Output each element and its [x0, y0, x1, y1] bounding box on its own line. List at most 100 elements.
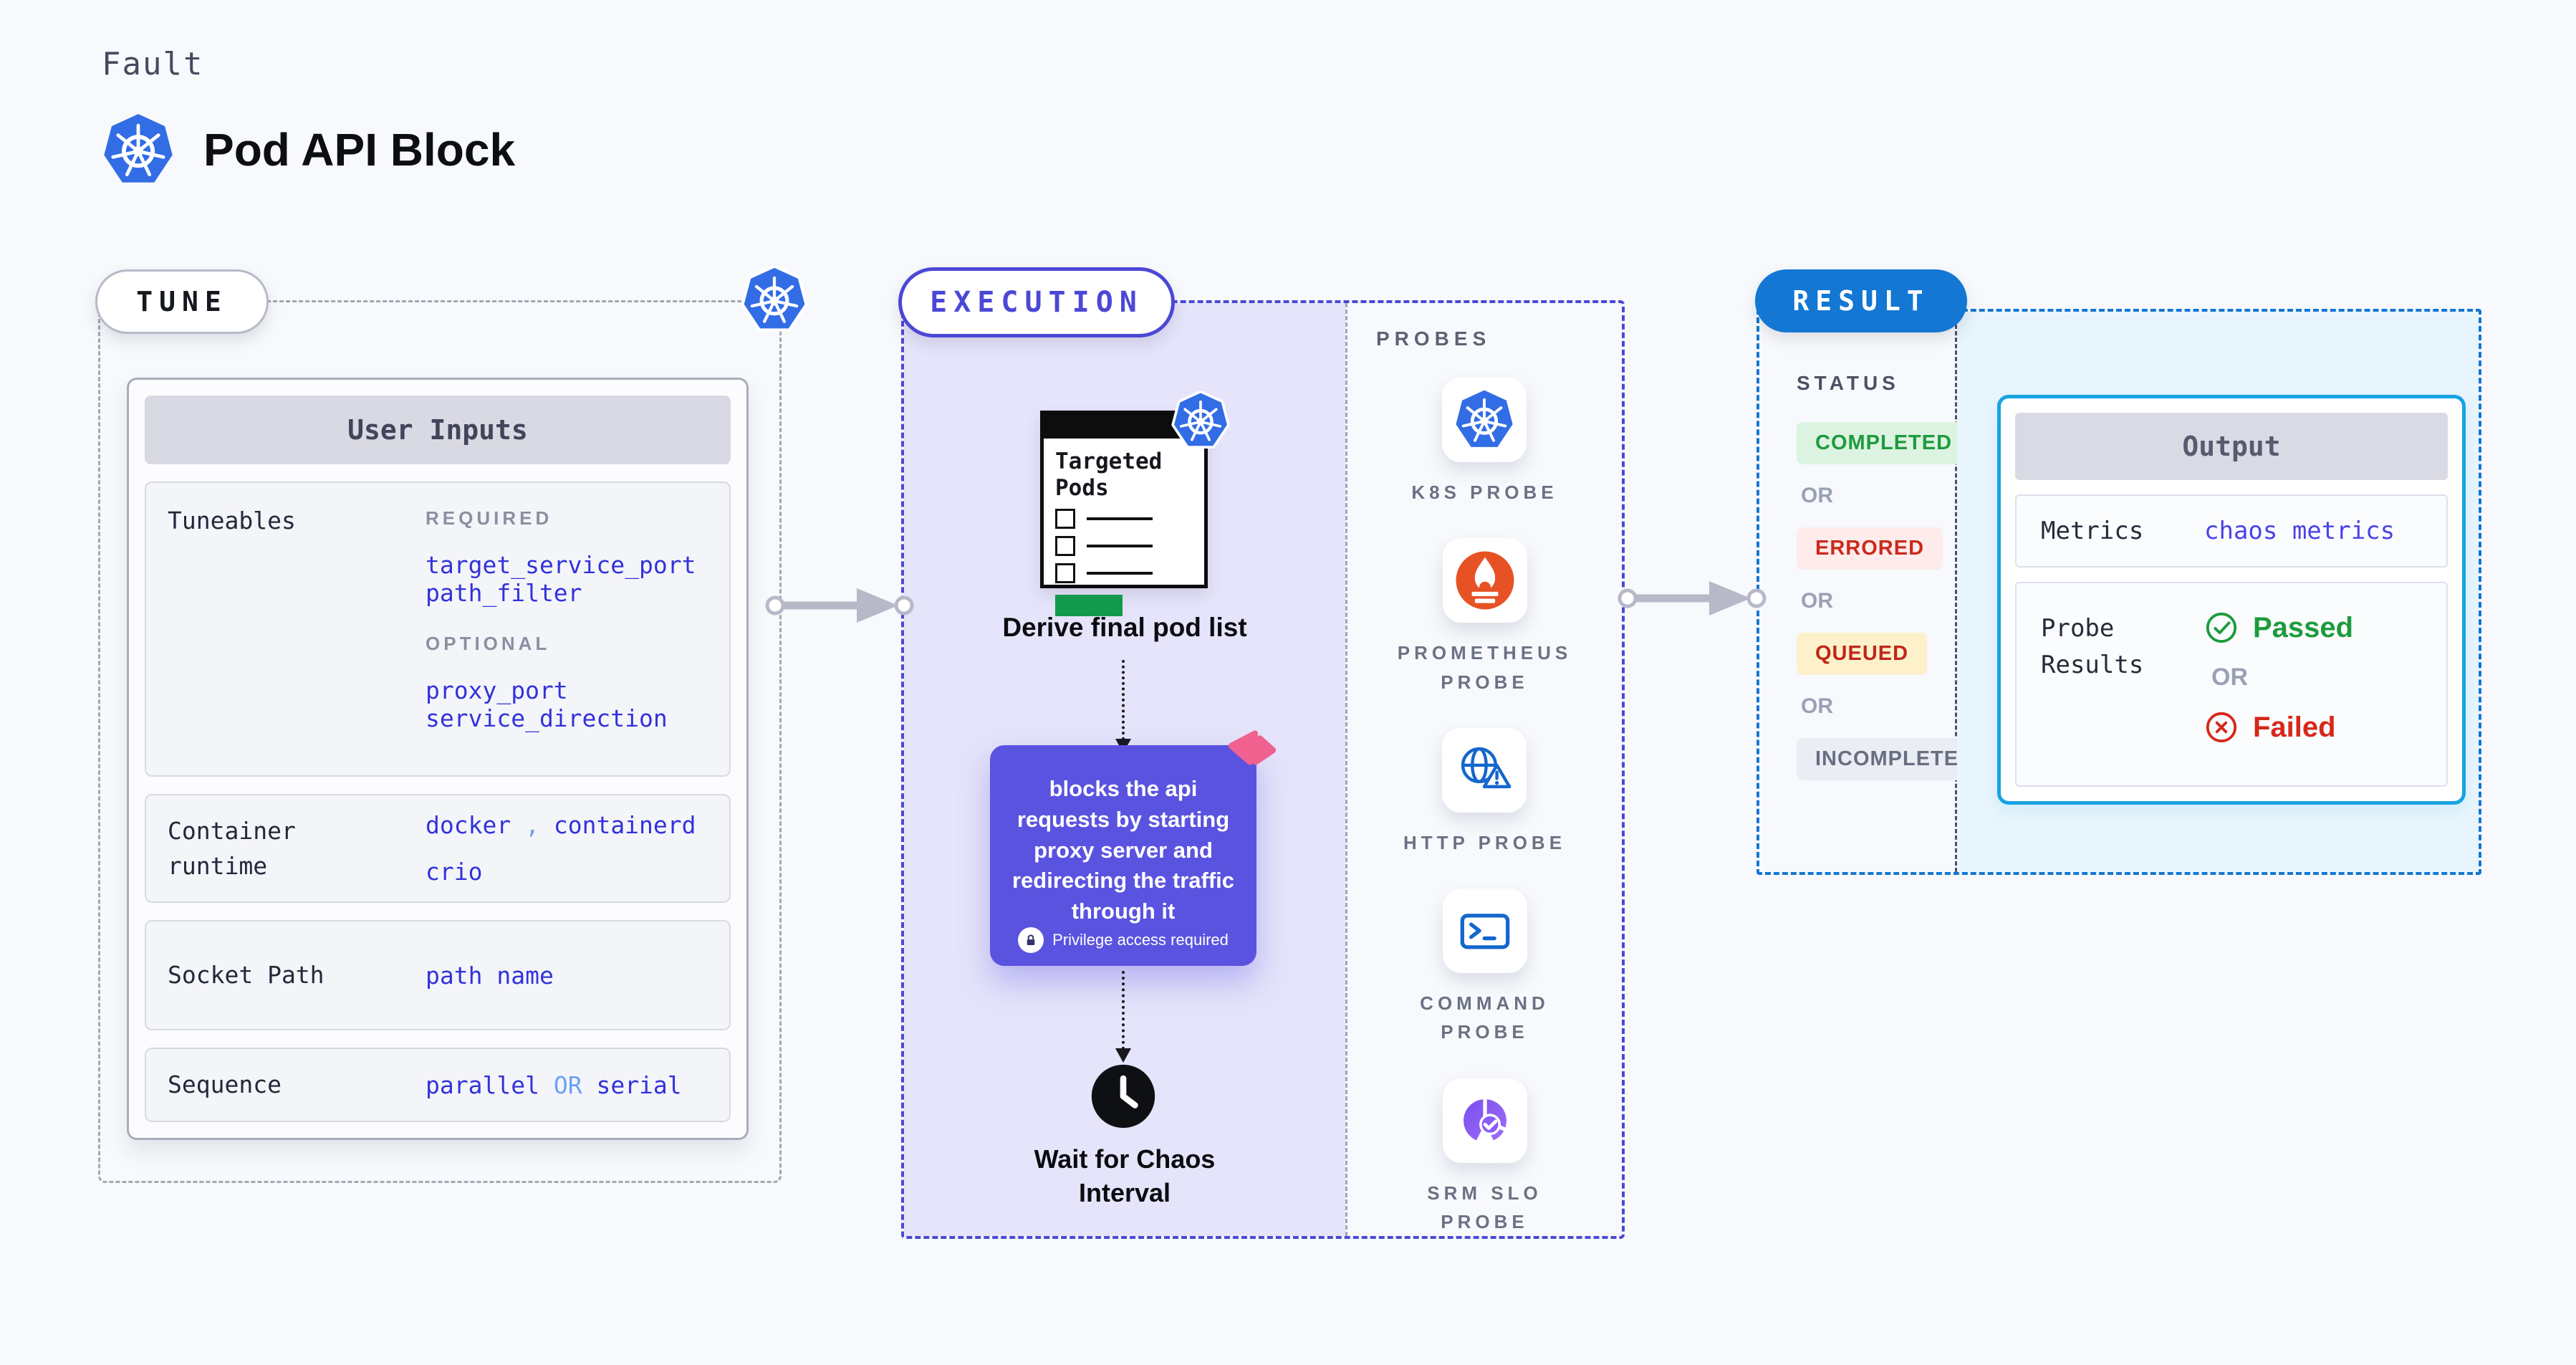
checkbox-icon [1055, 509, 1075, 530]
probe-result-or: OR [2211, 664, 2248, 691]
checkbox-icon [1055, 536, 1075, 557]
tuneable-link: service_direction [426, 704, 668, 732]
probes-heading: PROBES [1376, 327, 1491, 350]
execution-section: Targeted Pods Derive final pod list bloc… [901, 300, 1625, 1239]
checkbox-icon [1055, 563, 1075, 584]
result-pill: RESULT [1755, 269, 1967, 332]
kubernetes-icon [1171, 391, 1230, 450]
runtime-value: docker [426, 811, 511, 839]
probe-label: SRM SLO PROBE [1427, 1182, 1542, 1233]
probe-item: PROMETHEUS PROBE [1392, 538, 1578, 696]
metrics-value: chaos metrics [2204, 517, 2395, 545]
probe-item: COMMAND PROBE [1392, 889, 1578, 1047]
pod-list-item [1055, 509, 1204, 530]
tune-section [98, 300, 782, 1183]
status-badge: QUEUED [1797, 633, 1928, 675]
metrics-label: Metrics [2041, 516, 2144, 545]
container-runtime-row: Container runtime docker , containerd cr… [145, 794, 731, 903]
sequence-or: OR [553, 1071, 582, 1099]
fault-action-text: blocks the api requests by starting prox… [1011, 776, 1235, 924]
probes-panel: PROBES K8S PROBE PROMETHEUS PROBE HTTP P… [1345, 303, 1622, 1236]
failed-line: Failed [2204, 710, 2353, 744]
execution-pill: EXECUTION [898, 267, 1175, 337]
tuneable-link: proxy_port [426, 676, 568, 704]
flow-connector [1122, 971, 1125, 1050]
page-title: Pod API Block [203, 124, 516, 176]
arrow-down-icon [1115, 1048, 1131, 1063]
result-section: STATUS COMPLETED OR ERRORED OR QUEUED OR… [1756, 309, 2481, 875]
runtime-value: crio [426, 858, 483, 886]
tune-to-execution-arrow [765, 588, 914, 623]
user-inputs-header: User Inputs [145, 396, 731, 464]
status-or: OR [1801, 694, 1833, 718]
targeted-pods-card: Targeted Pods [1040, 411, 1208, 617]
pod-list-item [1055, 563, 1204, 584]
fault-eyebrow: Fault [102, 46, 204, 82]
sequence-value: serial [596, 1071, 682, 1099]
chaos-pinwheel-icon [1219, 724, 1281, 785]
metrics-row: Metrics chaos metrics [2015, 494, 2448, 567]
status-column: STATUS COMPLETED OR ERRORED OR QUEUED OR… [1759, 312, 1994, 872]
sequence-value: parallel [426, 1071, 539, 1099]
status-or: OR [1801, 589, 1833, 613]
tuneables-row: Tuneables REQUIRED target_service_port p… [145, 482, 731, 777]
probe-item: K8S PROBE [1411, 378, 1557, 507]
fault-action-box: blocks the api requests by starting prox… [990, 745, 1256, 966]
x-circle-icon [2204, 710, 2239, 744]
probe-label: COMMAND PROBE [1420, 992, 1549, 1043]
targeted-pods-title: Targeted Pods [1055, 449, 1163, 502]
tune-pill: TUNE [95, 269, 269, 334]
clock-icon [1089, 1062, 1158, 1131]
wait-chaos-caption: Wait for Chaos Interval [1034, 1144, 1216, 1207]
check-circle-icon [2204, 610, 2239, 645]
pod-list-item [1055, 536, 1204, 557]
runtime-value: containerd [553, 811, 696, 839]
prometheus-probe-icon [1442, 538, 1527, 623]
sequence-row: Sequence parallel OR serial [145, 1048, 731, 1122]
tuneable-link: target_service_port [426, 551, 696, 579]
status-heading: STATUS [1797, 372, 1900, 394]
pod-line [1087, 572, 1153, 575]
kubernetes-probe-icon [1442, 378, 1527, 462]
flow-connector [1122, 660, 1125, 740]
http-probe-icon [1442, 727, 1527, 813]
passed-line: Passed [2204, 610, 2353, 645]
container-runtime-label: Container runtime [168, 816, 296, 881]
srm-slo-probe-icon [1442, 1078, 1527, 1163]
passed-label: Passed [2253, 611, 2354, 643]
privilege-badge: Privilege access required [990, 927, 1256, 953]
socket-path-value: path name [426, 961, 554, 990]
progress-bar [1055, 595, 1123, 617]
derive-pod-list-caption: Derive final pod list [1002, 613, 1247, 642]
kubernetes-icon [741, 266, 808, 333]
pod-line [1087, 545, 1153, 548]
tuneable-link: path_filter [426, 579, 582, 607]
status-badge: ERRORED [1797, 527, 1943, 570]
probe-results-row: Probe Results Passed OR Failed [2015, 582, 2448, 787]
socket-path-label: Socket Path [168, 961, 325, 990]
execution-to-result-arrow [1618, 581, 1767, 616]
tuneables-label: Tuneables [168, 507, 296, 535]
socket-path-row: Socket Path path name [145, 920, 731, 1030]
runtime-separator: , [525, 811, 539, 839]
sequence-label: Sequence [168, 1071, 282, 1099]
kubernetes-icon [100, 112, 176, 188]
probe-label: HTTP PROBE [1403, 831, 1567, 853]
output-header: Output [2015, 413, 2448, 480]
optional-heading: OPTIONAL [426, 633, 551, 654]
pod-line [1087, 517, 1153, 521]
probe-label: PROMETHEUS PROBE [1397, 642, 1572, 693]
output-area: Output Metrics chaos metrics Probe Resul… [1957, 312, 2479, 872]
fault-brand: Pod API Block [100, 112, 515, 188]
privilege-badge-label: Privilege access required [1052, 931, 1229, 949]
user-inputs-card: User Inputs Tuneables REQUIRED target_se… [127, 378, 749, 1140]
probe-results-label: Probe Results [2041, 614, 2144, 679]
probe-item: SRM SLO PROBE [1392, 1078, 1578, 1237]
status-or: OR [1801, 484, 1833, 507]
output-card: Output Metrics chaos metrics Probe Resul… [1997, 395, 2466, 805]
lock-icon [1018, 927, 1044, 953]
command-probe-icon [1442, 889, 1527, 974]
status-badge: COMPLETED [1797, 422, 1971, 464]
failed-label: Failed [2253, 711, 2336, 743]
